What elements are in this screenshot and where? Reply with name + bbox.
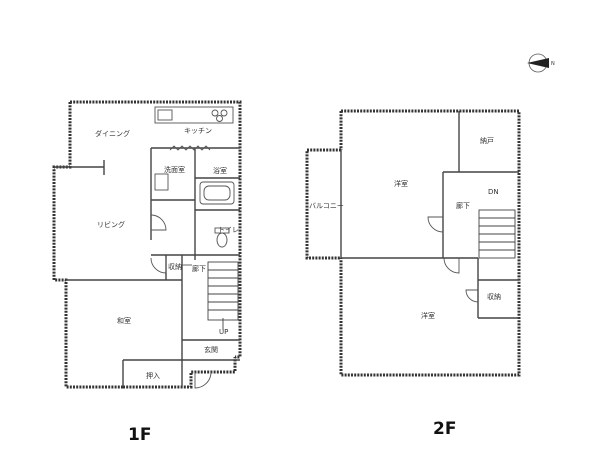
entrance-door-swing: [194, 371, 212, 389]
room-label-storage: 収納: [168, 262, 182, 271]
room-label-balcony: バルコニー: [309, 202, 344, 210]
toilet-bowl: [216, 232, 228, 248]
room-label-entrance: 玄関: [204, 345, 218, 354]
door-swing: [427, 216, 444, 233]
room-label-western-room-south: 洋室: [421, 311, 435, 320]
room-label-storeroom: 納戸: [480, 136, 494, 145]
room-label-western-room-north: 洋室: [394, 179, 408, 188]
staircase-2f: [478, 209, 516, 259]
room-label-bath: 浴室: [213, 166, 227, 175]
room-label-dining: ダイニング: [95, 129, 130, 138]
stove-burner: [211, 109, 219, 117]
floor-label-1f: 1F: [128, 425, 151, 445]
toilet-tank: [214, 227, 230, 234]
washbasin: [154, 173, 169, 191]
room-label-up: UP: [219, 328, 228, 336]
room-label-hallway-2f: 廊下: [456, 201, 470, 210]
stove-burner: [220, 109, 228, 117]
folding-partition: [169, 145, 211, 151]
stove-burner: [216, 115, 223, 122]
door-swing: [150, 257, 167, 274]
floor-2f: 洋室 納戸 DN バルコニー 廊下 収納 洋室 2F: [305, 109, 521, 439]
north-arrow-icon: N: [527, 53, 555, 73]
floor-1f: ダイニング キッチン リビング 洗面室 浴室 トイレ 収納 廊下 和室 UP 玄…: [52, 100, 242, 445]
door-swing: [443, 257, 460, 274]
room-label-dn: DN: [488, 188, 499, 196]
room-label-storage-2f: 収納: [487, 292, 501, 301]
door-swing: [150, 214, 167, 231]
bathtub-basin: [203, 185, 231, 201]
room-label-closet: 押入: [146, 371, 160, 380]
kitchen-sink: [157, 109, 173, 121]
floor-label-2f: 2F: [433, 419, 456, 439]
room-label-hallway: 廊下: [192, 264, 206, 273]
room-label-kitchen: キッチン: [184, 127, 212, 135]
door-swing: [465, 289, 479, 303]
room-label-japanese-room: 和室: [117, 316, 131, 325]
room-label-living: リビング: [97, 220, 125, 229]
room-label-washroom: 洗面室: [164, 165, 185, 174]
staircase-1f: [207, 261, 239, 330]
room-label-toilet: トイレ: [218, 226, 239, 234]
compass-label: N: [551, 61, 555, 67]
